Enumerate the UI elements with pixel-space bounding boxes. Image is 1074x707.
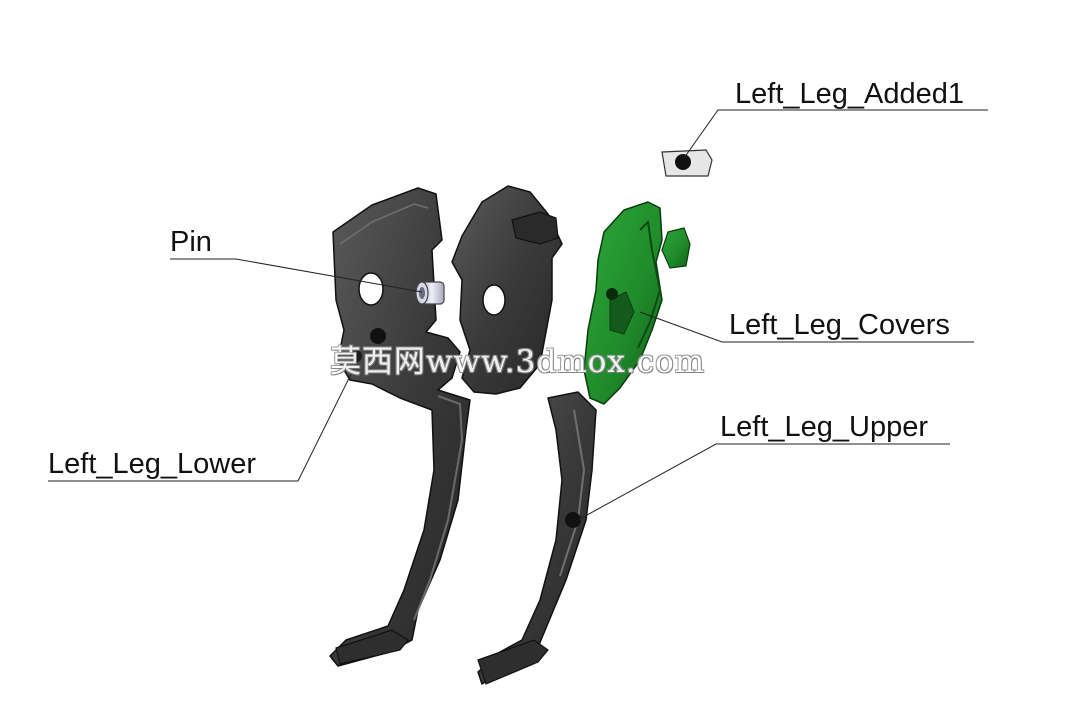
label-left-leg-added1: Left_Leg_Added1 (735, 78, 964, 110)
label-left-leg-lower: Left_Leg_Lower (48, 448, 256, 480)
watermark-text: 莫西网www.3dmox.com (330, 344, 706, 380)
leader-left-leg-covers (639, 311, 974, 343)
leader-left-leg-upper (577, 443, 950, 521)
pin-part (415, 281, 445, 305)
leader-left-leg-added1 (683, 109, 988, 159)
label-left-leg-covers: Left_Leg_Covers (729, 309, 950, 341)
leader-left-leg-lower (48, 355, 361, 482)
left-leg-lower-part (329, 187, 471, 667)
left-leg-upper-part (451, 185, 597, 685)
label-pin: Pin (170, 226, 212, 258)
left-leg-covers-part (583, 201, 691, 405)
leader-pin (170, 258, 423, 293)
label-left-leg-upper: Left_Leg_Upper (720, 411, 928, 443)
leader-lines (48, 109, 988, 521)
left-leg-added1-part (661, 149, 713, 177)
